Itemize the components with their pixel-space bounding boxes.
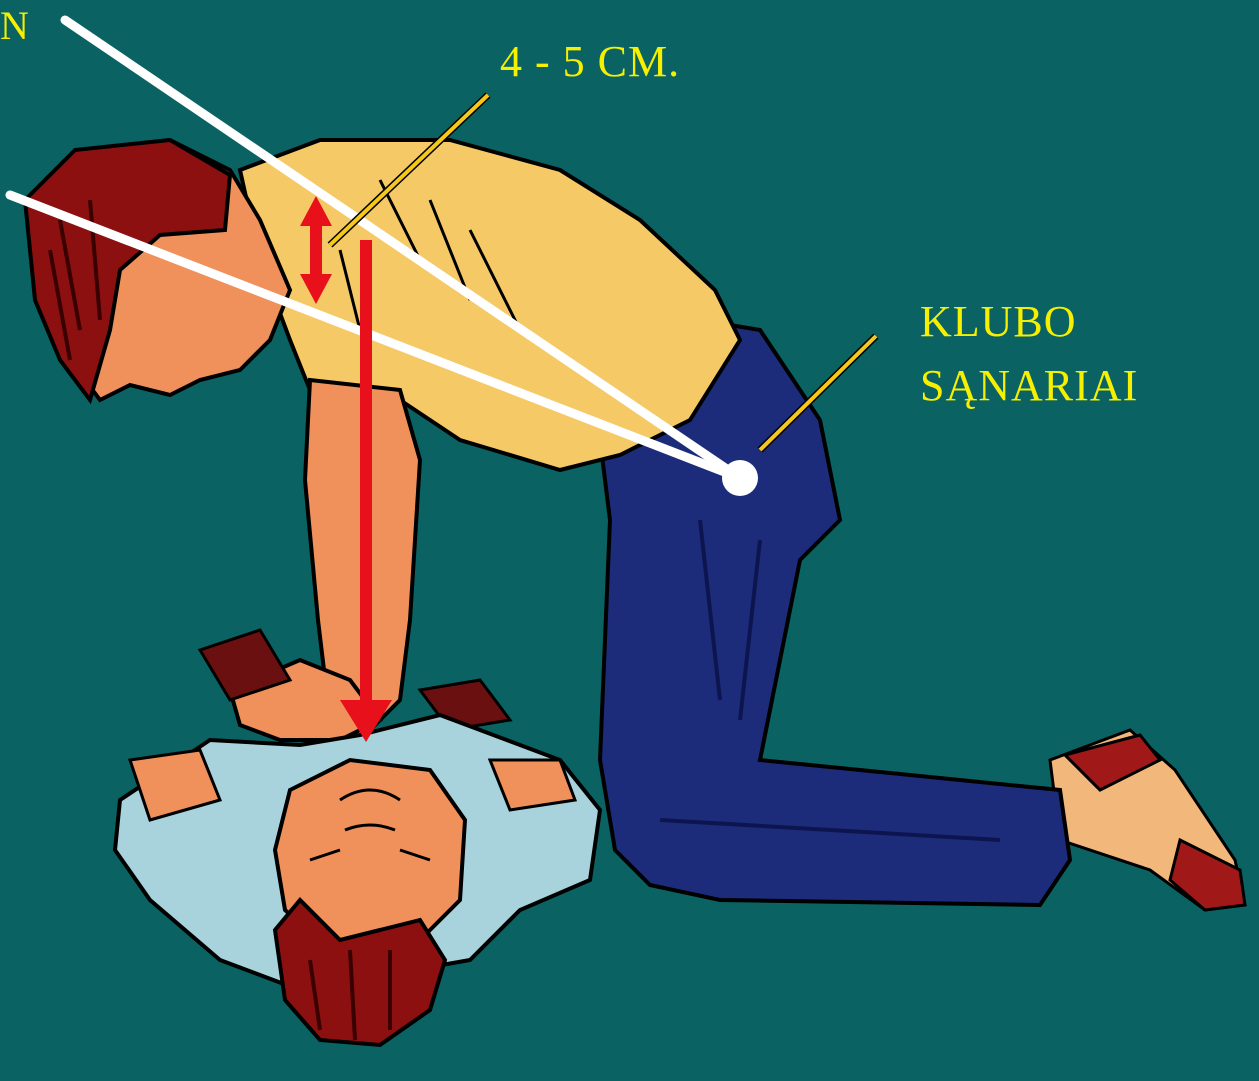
rescuer-feet xyxy=(1050,730,1245,910)
hip-joints-label-line1: KLUBO xyxy=(920,300,1077,344)
corner-label: N xyxy=(0,6,30,46)
compression-depth-label: 4 - 5 CM. xyxy=(500,40,680,84)
hip-joint-marker xyxy=(722,460,758,496)
hip-joints-label-line2: SĄNARIAI xyxy=(920,364,1138,408)
